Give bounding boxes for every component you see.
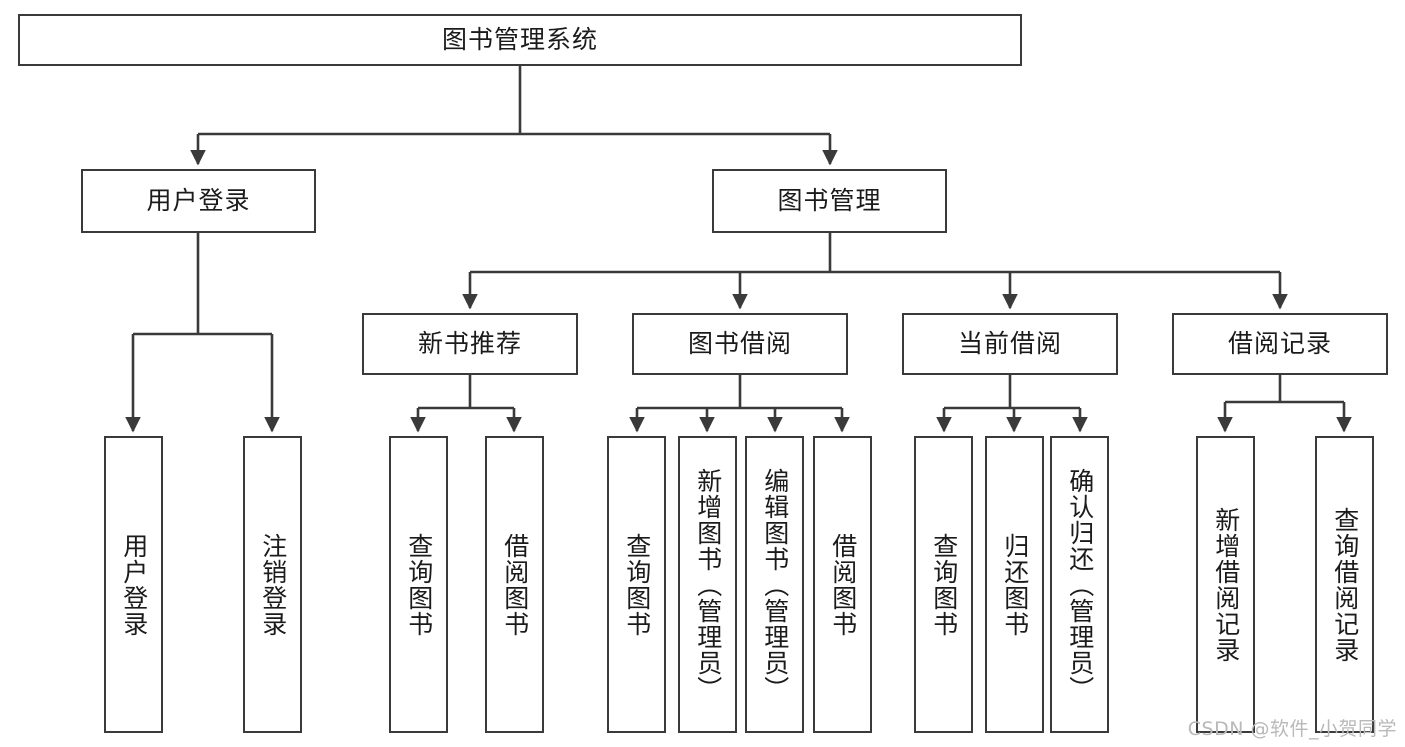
leaf-book-borrow-4-label: 借阅图书	[828, 532, 858, 637]
leaf-book-borrow-3[interactable]: 编辑图书（管理员）	[745, 436, 804, 733]
leaf-user-login-1-label: 用户登录	[119, 532, 149, 637]
leaf-user-login-1[interactable]: 用户登录	[104, 436, 163, 733]
node-borrow-record[interactable]: 借阅记录	[1172, 313, 1388, 375]
leaf-user-login-2-label: 注销登录	[258, 532, 288, 637]
leaf-book-borrow-3-label: 编辑图书（管理员）	[760, 467, 790, 702]
node-current-borrow-label: 当前借阅	[957, 329, 1062, 359]
node-user-login[interactable]: 用户登录	[81, 169, 316, 233]
leaf-book-borrow-2-label: 新增图书（管理员）	[693, 467, 723, 702]
leaf-book-borrow-1-label: 查询图书	[622, 532, 652, 637]
node-book-borrow-label: 图书借阅	[687, 329, 792, 359]
leaf-borrow-record-2-label: 查询借阅记录	[1330, 506, 1360, 663]
leaf-new-book-2-label: 借阅图书	[500, 532, 530, 637]
leaf-borrow-record-1[interactable]: 新增借阅记录	[1196, 436, 1255, 733]
node-book-borrow[interactable]: 图书借阅	[632, 313, 848, 375]
node-root[interactable]: 图书管理系统	[18, 14, 1022, 66]
leaf-current-borrow-1[interactable]: 查询图书	[914, 436, 973, 733]
leaf-current-borrow-2[interactable]: 归还图书	[985, 436, 1044, 733]
leaf-new-book-2[interactable]: 借阅图书	[485, 436, 544, 733]
leaf-new-book-1-label: 查询图书	[404, 532, 434, 637]
leaf-book-borrow-2[interactable]: 新增图书（管理员）	[678, 436, 737, 733]
node-borrow-record-label: 借阅记录	[1227, 329, 1332, 359]
node-current-borrow[interactable]: 当前借阅	[902, 313, 1118, 375]
leaf-user-login-2[interactable]: 注销登录	[243, 436, 302, 733]
node-new-book-recommend[interactable]: 新书推荐	[362, 313, 578, 375]
leaf-current-borrow-1-label: 查询图书	[929, 532, 959, 637]
leaf-borrow-record-1-label: 新增借阅记录	[1211, 506, 1241, 663]
leaf-borrow-record-2[interactable]: 查询借阅记录	[1315, 436, 1374, 733]
leaf-book-borrow-1[interactable]: 查询图书	[607, 436, 666, 733]
node-book-management-label: 图书管理	[777, 186, 882, 216]
node-root-label: 图书管理系统	[441, 25, 598, 55]
leaf-book-borrow-4[interactable]: 借阅图书	[813, 436, 872, 733]
node-new-book-recommend-label: 新书推荐	[417, 329, 522, 359]
leaf-current-borrow-2-label: 归还图书	[1000, 532, 1030, 637]
leaf-current-borrow-3[interactable]: 确认归还（管理员）	[1050, 436, 1109, 733]
leaf-new-book-1[interactable]: 查询图书	[389, 436, 448, 733]
leaf-current-borrow-3-label: 确认归还（管理员）	[1065, 467, 1095, 702]
node-book-management[interactable]: 图书管理	[712, 169, 947, 233]
node-user-login-label: 用户登录	[146, 186, 251, 216]
